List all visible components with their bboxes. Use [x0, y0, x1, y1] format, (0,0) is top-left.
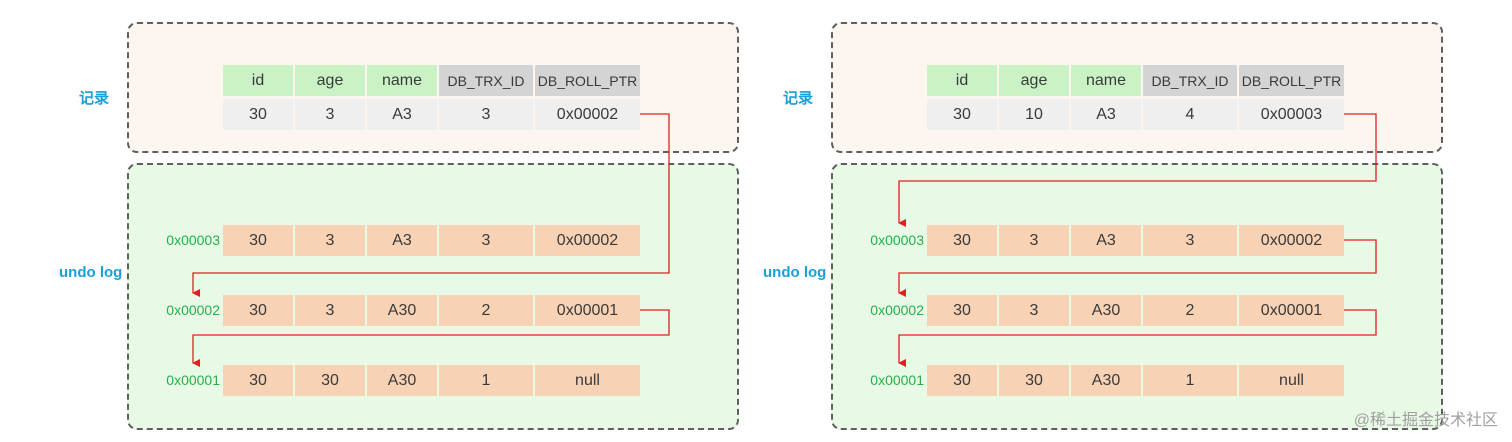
- undo-address: 0x00001: [870, 372, 924, 388]
- undo-cell-trx-id: 3: [439, 225, 533, 256]
- record-label: 记录: [79, 90, 110, 107]
- undo-cell-age: 30: [295, 365, 365, 396]
- record-cell-roll-ptr: 0x00003: [1239, 99, 1344, 130]
- undo-cell-name: A3: [1071, 225, 1141, 256]
- watermark: @稀土掘金技术社区: [1353, 412, 1498, 429]
- undo-address: 0x00002: [870, 302, 924, 318]
- column-header-id: id: [927, 65, 997, 96]
- undo-address: 0x00003: [870, 232, 924, 248]
- undo-cell-id: 30: [223, 295, 293, 326]
- column-header-age: age: [295, 65, 365, 96]
- column-header-roll-ptr: DB_ROLL_PTR: [1239, 65, 1344, 96]
- undo-cell-id: 30: [927, 295, 997, 326]
- undo-cell-roll-ptr: 0x00002: [1239, 225, 1344, 256]
- undo-cell-roll-ptr: 0x00001: [1239, 295, 1344, 326]
- undo-cell-id: 30: [927, 365, 997, 396]
- undo-cell-roll-ptr: null: [1239, 365, 1344, 396]
- record-cell-name: A3: [1071, 99, 1141, 130]
- column-header-age: age: [999, 65, 1069, 96]
- undo-address: 0x00003: [166, 232, 220, 248]
- undo-cell-age: 3: [295, 295, 365, 326]
- undo-cell-age: 3: [999, 225, 1069, 256]
- record-cell-age: 3: [295, 99, 365, 130]
- undo-log-label: undo log: [59, 264, 123, 281]
- version-chain-panel-2: 记录 undo log id age name DB_TRX_ID DB_ROL…: [763, 0, 1470, 442]
- record-cell-id: 30: [927, 99, 997, 130]
- record-cell-age: 10: [999, 99, 1069, 130]
- undo-cell-id: 30: [927, 225, 997, 256]
- undo-cell-name: A3: [367, 225, 437, 256]
- record-cell-trx-id: 4: [1143, 99, 1237, 130]
- undo-cell-roll-ptr: 0x00002: [535, 225, 640, 256]
- column-header-name: name: [367, 65, 437, 96]
- undo-cell-age: 3: [999, 295, 1069, 326]
- column-header-roll-ptr: DB_ROLL_PTR: [535, 65, 640, 96]
- undo-cell-age: 30: [999, 365, 1069, 396]
- undo-cell-age: 3: [295, 225, 365, 256]
- undo-log-label: undo log: [763, 264, 827, 281]
- undo-cell-name: A30: [1071, 295, 1141, 326]
- record-cell-name: A3: [367, 99, 437, 130]
- undo-address: 0x00001: [166, 372, 220, 388]
- undo-cell-trx-id: 2: [1143, 295, 1237, 326]
- record-cell-id: 30: [223, 99, 293, 130]
- undo-cell-name: A30: [367, 295, 437, 326]
- undo-cell-trx-id: 1: [439, 365, 533, 396]
- record-cell-trx-id: 3: [439, 99, 533, 130]
- undo-cell-trx-id: 2: [439, 295, 533, 326]
- record-label: 记录: [783, 90, 814, 107]
- undo-cell-roll-ptr: 0x00001: [535, 295, 640, 326]
- column-header-name: name: [1071, 65, 1141, 96]
- version-chain-panel-1: 记录 undo log id age name DB_TRX_ID DB_ROL…: [59, 0, 766, 442]
- undo-address: 0x00002: [166, 302, 220, 318]
- column-header-trx-id: DB_TRX_ID: [439, 65, 533, 96]
- column-header-trx-id: DB_TRX_ID: [1143, 65, 1237, 96]
- undo-cell-id: 30: [223, 225, 293, 256]
- undo-cell-name: A30: [367, 365, 437, 396]
- column-header-id: id: [223, 65, 293, 96]
- undo-cell-id: 30: [223, 365, 293, 396]
- undo-cell-trx-id: 3: [1143, 225, 1237, 256]
- record-cell-roll-ptr: 0x00002: [535, 99, 640, 130]
- undo-cell-trx-id: 1: [1143, 365, 1237, 396]
- undo-cell-name: A30: [1071, 365, 1141, 396]
- undo-cell-roll-ptr: null: [535, 365, 640, 396]
